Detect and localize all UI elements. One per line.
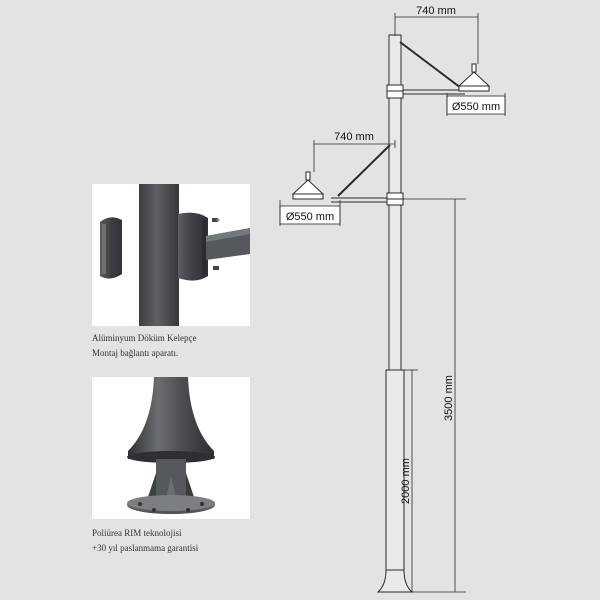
base-photo xyxy=(92,377,250,519)
clamp-caption-line1: Alüminyum Döküm Kelepçe xyxy=(92,333,197,343)
clamp-photo xyxy=(92,184,250,326)
upper-luminaire xyxy=(386,41,491,99)
base-photo-image xyxy=(92,377,250,519)
total-height-label: 3500 mm xyxy=(443,375,455,421)
upper-diameter-label: Ø550 mm xyxy=(452,101,500,113)
base-caption-line2: +30 yıl paslanmama garantisi xyxy=(92,543,199,553)
pole-outline xyxy=(376,34,414,593)
lower-arm-label: 740 mm xyxy=(334,131,374,143)
upper-arm-label: 740 mm xyxy=(416,5,456,17)
lower-diameter-label: Ø550 mm xyxy=(286,211,334,223)
dimension-lines xyxy=(279,13,506,593)
clamp-photo-image xyxy=(92,184,250,326)
base-caption-line1: Poliüre​a RIM teknolojisi xyxy=(92,528,182,538)
clamp-caption-line2: Montaj bağlantı aparatı. xyxy=(92,348,179,358)
clamp-caption: Alüminyum Döküm Kelepçe Montaj bağlantı … xyxy=(92,331,292,361)
lower-luminaire xyxy=(291,144,404,206)
base-height-label: 2000 mm xyxy=(400,458,412,504)
base-caption: Poliüre​a RIM teknolojisi +30 yıl paslan… xyxy=(92,526,292,556)
